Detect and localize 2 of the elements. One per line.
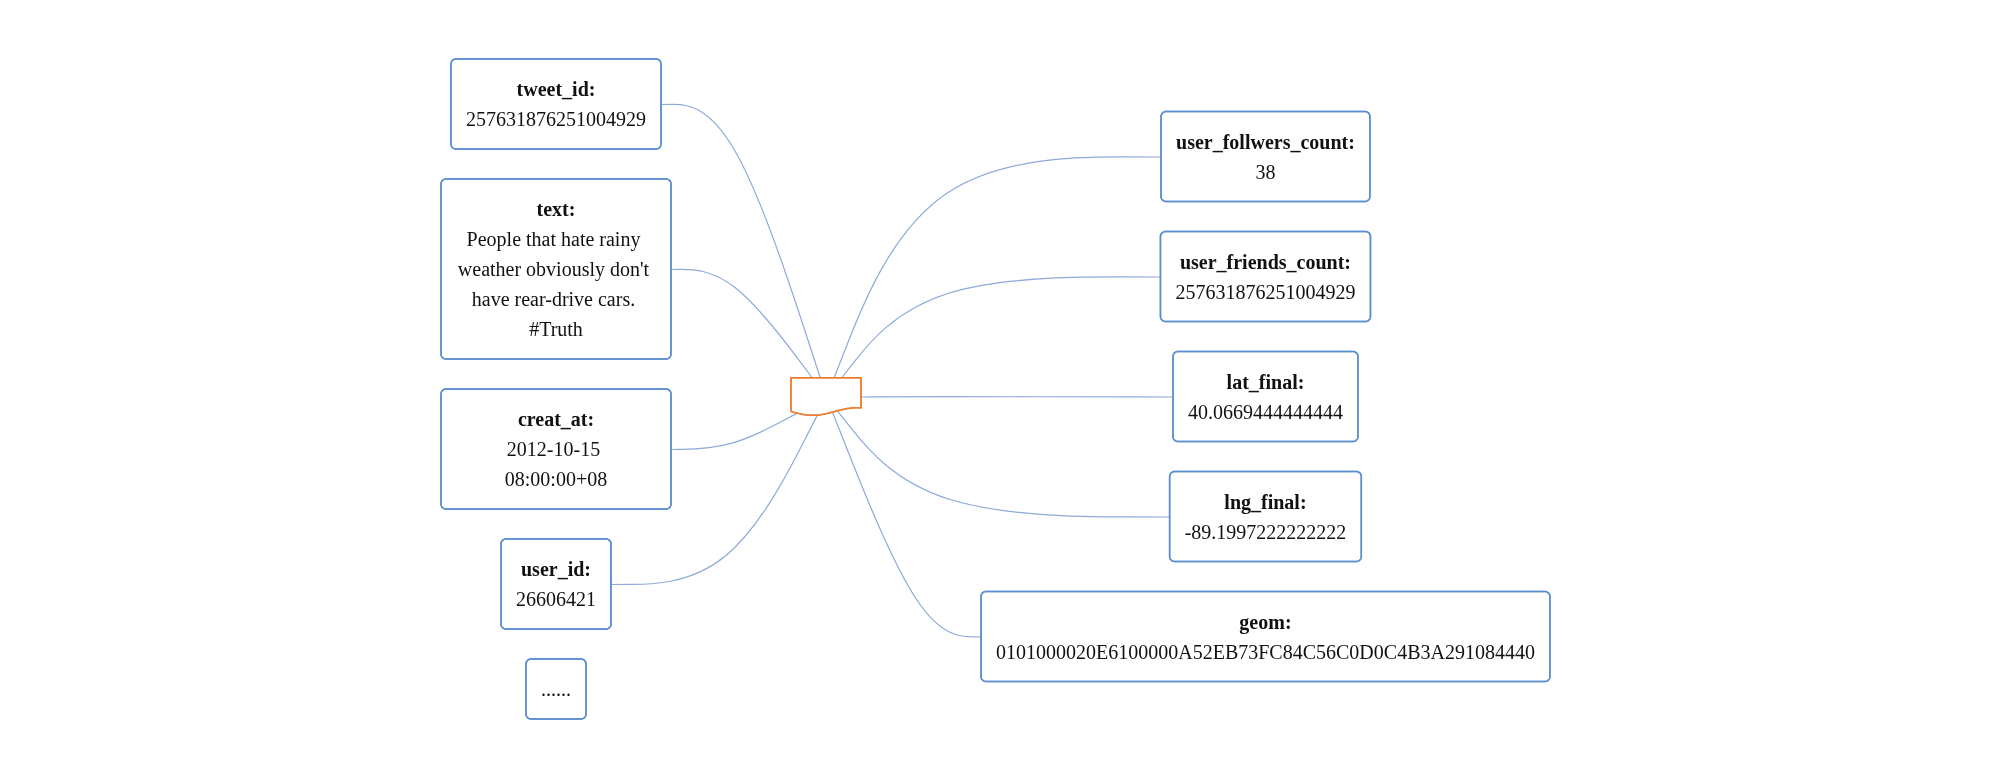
connector	[610, 415, 818, 586]
connector	[670, 412, 797, 451]
